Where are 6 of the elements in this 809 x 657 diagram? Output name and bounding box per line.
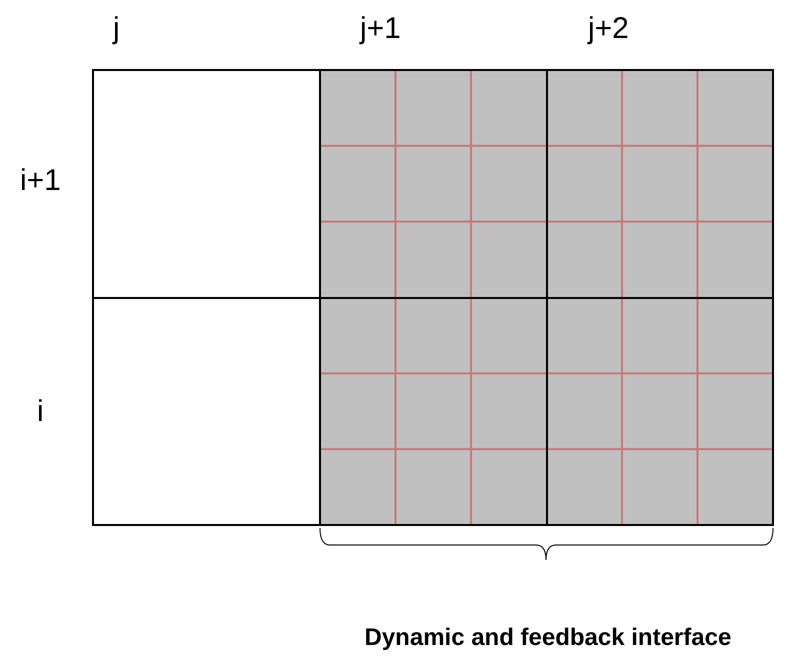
caption-text: Dynamic and feedback interface bbox=[364, 626, 732, 650]
row-label: i+1 bbox=[20, 166, 61, 196]
column-label: j+2 bbox=[588, 14, 629, 44]
row-label: i bbox=[37, 397, 44, 427]
column-label: j bbox=[113, 14, 120, 44]
column-label: j+1 bbox=[360, 14, 401, 44]
